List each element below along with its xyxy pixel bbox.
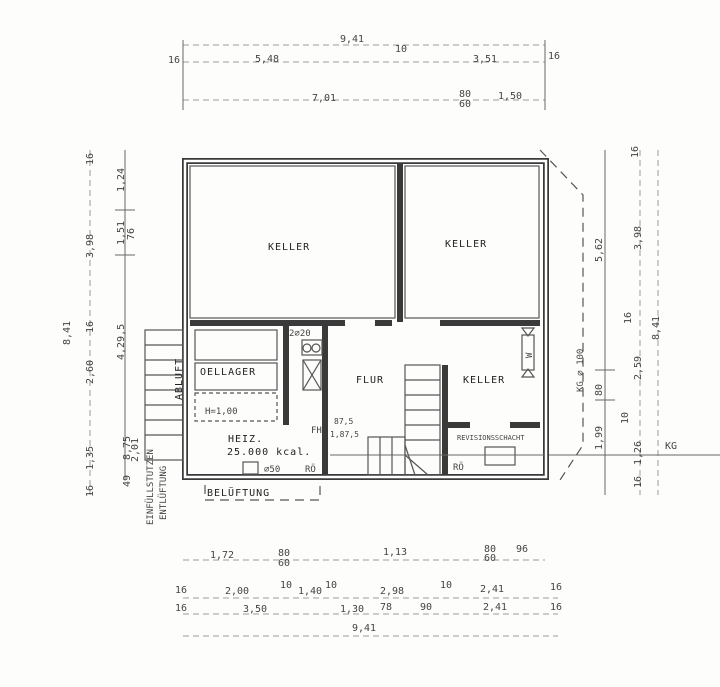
dim-text: 60	[459, 99, 471, 110]
dim-text: 3,98	[633, 226, 644, 250]
dim-text: 1,40	[298, 586, 322, 597]
ro-right-label: RÖ	[453, 462, 464, 473]
room-label-flur: FLUR	[356, 375, 384, 386]
dim-text: 7,01	[312, 93, 336, 104]
dim-text: 3,51	[473, 54, 497, 65]
dim-text: 1,50	[498, 91, 522, 102]
dim-text: 3,50	[243, 604, 267, 615]
dim-text: 80	[278, 548, 290, 559]
room-label-keller-right-bottom: KELLER	[463, 375, 505, 386]
dim-text: 49	[122, 475, 133, 487]
dim-text: 1,26	[633, 441, 644, 465]
dim-text: 10	[440, 580, 452, 591]
label-einfuellstutzen: EINFÜLLSTUTZEN	[145, 449, 156, 525]
revisionsschacht-box	[330, 446, 545, 466]
dim-text: 2,00	[225, 586, 249, 597]
dim-text: 16	[168, 55, 180, 66]
washing-machine-symbol	[520, 327, 536, 378]
dim-text: 80	[594, 384, 605, 396]
dim-text: 16	[85, 153, 96, 165]
dim-text: 60	[278, 558, 290, 569]
dim-text: 10	[620, 412, 631, 424]
dim-text: 1,13	[383, 547, 407, 558]
dim-text: 8,41	[651, 316, 662, 340]
dim-text: 3,98	[85, 234, 96, 258]
dim-text: 1,99	[594, 426, 605, 450]
room-label-keller-right-top: KELLER	[445, 239, 487, 250]
dim-text: 2,98	[380, 586, 404, 597]
dim-text: 2,01	[130, 438, 141, 462]
dim-text: 16	[175, 603, 187, 614]
label-kg: KG	[665, 441, 677, 452]
wm-label: W	[525, 352, 535, 358]
label-belueftung: BELÜFTUNG	[207, 486, 270, 499]
dim-text: 16	[175, 585, 187, 596]
fh-bottom-label: 1,87,5	[330, 430, 359, 439]
pipe-50-label: ⌀50	[264, 465, 280, 475]
ro-left-label: RÖ	[305, 464, 316, 475]
dim-text: 10	[280, 580, 292, 591]
dim-text: 78	[380, 602, 392, 613]
dim-text: 16	[623, 312, 634, 324]
dim-text: 4,29,5	[116, 324, 127, 360]
dim-text: 16	[550, 582, 562, 593]
dim-text: 96	[516, 544, 528, 555]
dimensions-top: 9,41 5,48 10 3,51 16 16 7,01 80 60 1,50	[168, 34, 560, 110]
label-kg-pipe: KG ⌀ 100	[576, 349, 586, 392]
heating-power: 25.000 kcal.	[227, 447, 311, 458]
oil-storage	[194, 329, 323, 475]
dim-text: 1,51	[116, 221, 127, 245]
dim-text: 76	[126, 228, 137, 240]
dim-text: 16	[548, 51, 560, 62]
walls	[182, 158, 549, 480]
dimensions-left: 16 1,24 1,51 76 3,98 8,41 16 4,29,5 2,60…	[62, 153, 141, 497]
dim-text: 16	[633, 476, 644, 488]
fh-top-label: 87,5	[334, 417, 353, 426]
dim-text: 80	[459, 89, 471, 100]
dim-text: 1,72	[210, 550, 234, 561]
dim-text: 16	[85, 485, 96, 497]
dim-text: 16	[630, 146, 641, 158]
room-label-keller-left: KELLER	[268, 242, 310, 253]
dim-text: 60	[484, 553, 496, 564]
dim-text: 16	[85, 321, 96, 333]
dim-text: 2,41	[480, 584, 504, 595]
dim-text: 2,59	[633, 356, 644, 380]
dim-text: 90	[420, 602, 432, 613]
shaft-label: 2⌀20	[289, 329, 311, 339]
dim-text: 80	[484, 544, 496, 555]
stairs	[144, 329, 441, 476]
room-label-heiz: HEIZ.	[228, 434, 263, 445]
fh-label: FH	[311, 426, 322, 436]
dim-text: 10	[325, 580, 337, 591]
dim-text: 9,41	[340, 34, 364, 45]
kg-pipe-line	[539, 149, 584, 481]
dimension-lines	[89, 40, 720, 637]
dim-text: 2,60	[85, 360, 96, 384]
dim-text: 9,41	[352, 623, 376, 634]
dim-text: 5,62	[594, 238, 605, 262]
dim-text: 16	[550, 602, 562, 613]
dim-text: 2,41	[483, 602, 507, 613]
ventilation-line	[204, 478, 321, 501]
dim-text: 1,30	[340, 604, 364, 615]
dim-text: 5,48	[255, 54, 279, 65]
label-revisionsschacht: REVISIONSSCHACHT	[457, 434, 525, 442]
label-abluft: ABLUFT	[174, 358, 185, 400]
label-entlueftung: ENTLÜFTUNG	[158, 466, 169, 520]
dimensions-bottom: 1,72 80 60 1,13 80 60 96 16 2,00 10 1,40…	[175, 544, 562, 634]
dimensions-right: 16 5,62 3,98 16 8,41 2,59 80 10 1,99 1,2…	[594, 146, 662, 488]
dim-text: 10	[395, 44, 407, 55]
annotations: 2⌀20 ⌀50 RÖ RÖ FH 87,5 1,87,5 W	[264, 329, 535, 475]
room-labels: KELLER KELLER KELLER FLUR OELLAGER H=1,0…	[145, 239, 677, 525]
oellager-height: H=1,00	[205, 407, 238, 417]
dim-text: 8,41	[62, 321, 73, 345]
dim-text: 1,35	[85, 446, 96, 470]
dim-text: 8,75	[122, 436, 133, 460]
dim-text: 1,24	[116, 168, 127, 192]
room-label-oellager: OELLAGER	[200, 367, 256, 378]
